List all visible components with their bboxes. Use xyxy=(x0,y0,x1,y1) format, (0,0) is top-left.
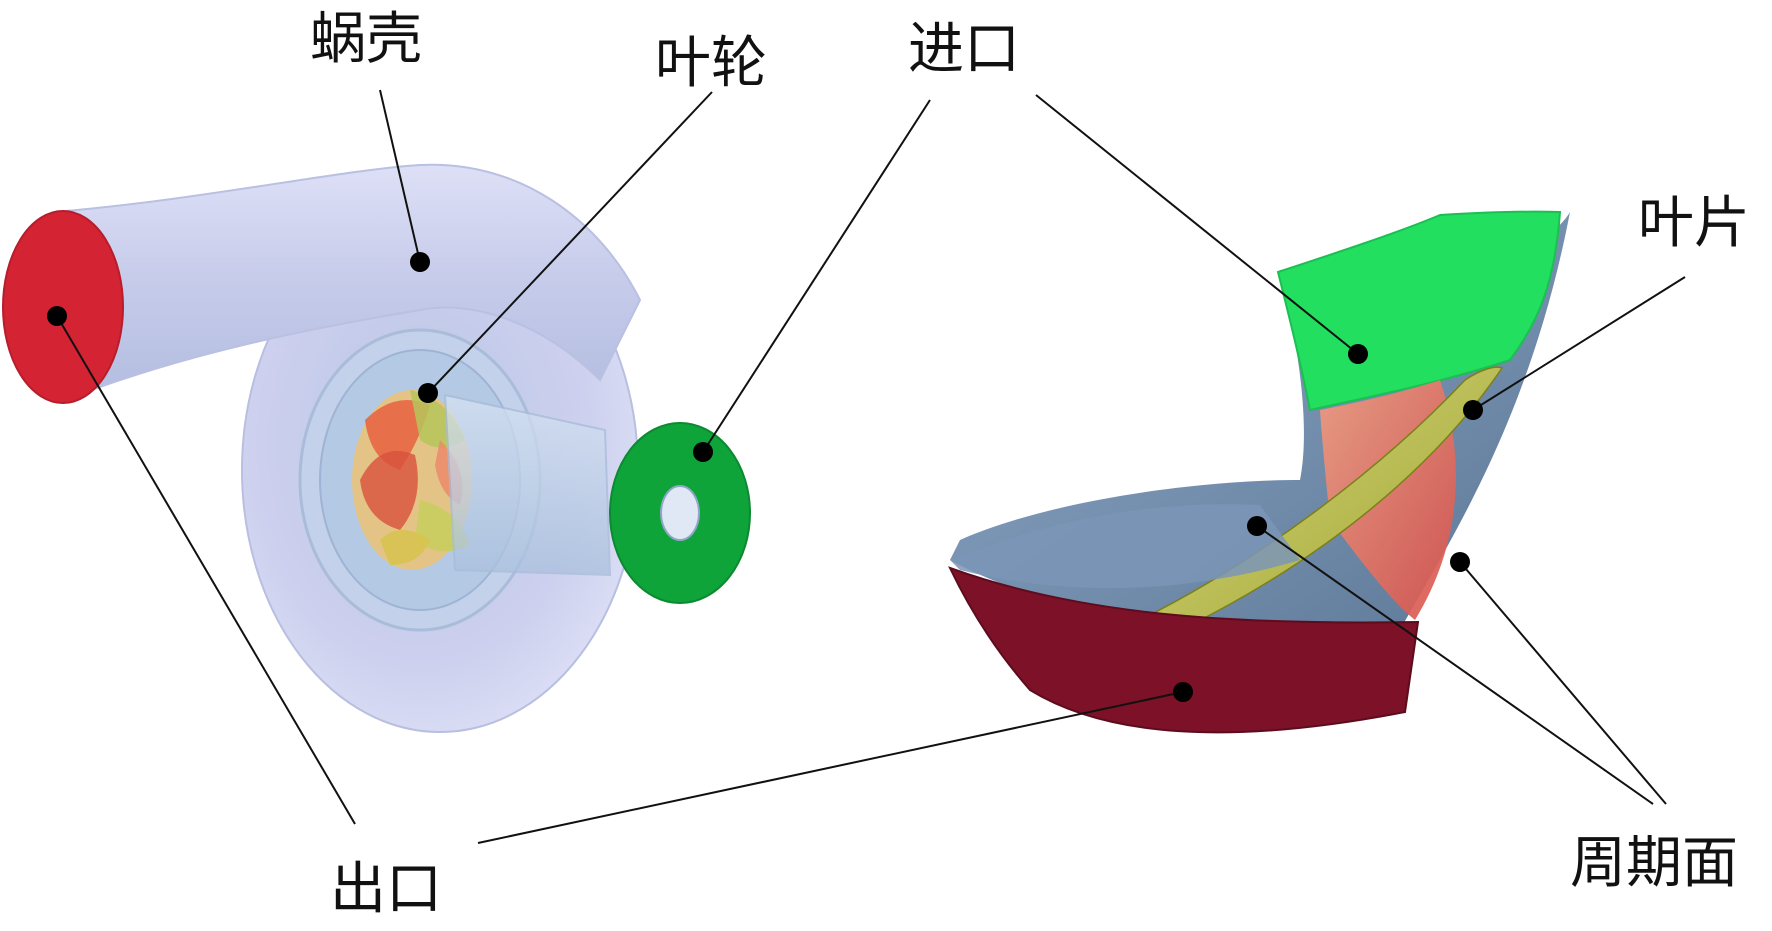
dot-outlet-right xyxy=(1173,682,1193,702)
label-outlet: 出口 xyxy=(330,857,442,922)
domain-outlet-face xyxy=(948,566,1420,734)
dot-periodic-1 xyxy=(1247,516,1267,536)
volute-pipe xyxy=(53,163,642,402)
passage-domain xyxy=(948,210,1570,734)
dot-impeller xyxy=(418,383,438,403)
outlet-face xyxy=(2,210,124,404)
domain-inlet-face xyxy=(1276,210,1562,412)
dot-outlet-left xyxy=(47,306,67,326)
leader-lines xyxy=(56,89,1686,844)
label-impeller: 叶轮 xyxy=(655,31,767,96)
label-blade: 叶片 xyxy=(1638,191,1750,256)
dot-volute xyxy=(410,252,430,272)
impeller-model xyxy=(352,390,472,570)
label-volute: 蜗壳 xyxy=(310,7,422,72)
dot-blade xyxy=(1463,400,1483,420)
inlet-pipe xyxy=(443,393,612,577)
inlet-hub-hole xyxy=(660,485,700,541)
label-inlet: 进口 xyxy=(908,17,1020,82)
domain-hub-floor xyxy=(950,504,1300,589)
callout-dots xyxy=(47,252,1483,702)
pump-assembly xyxy=(2,163,751,733)
dot-periodic-2 xyxy=(1450,552,1470,572)
dot-inlet-left xyxy=(693,442,713,462)
labels: 蜗壳 叶轮 进口 叶片 出口 周期面 xyxy=(310,7,1750,922)
label-periodic-surface: 周期面 xyxy=(1570,831,1738,896)
dot-inlet-right xyxy=(1348,344,1368,364)
